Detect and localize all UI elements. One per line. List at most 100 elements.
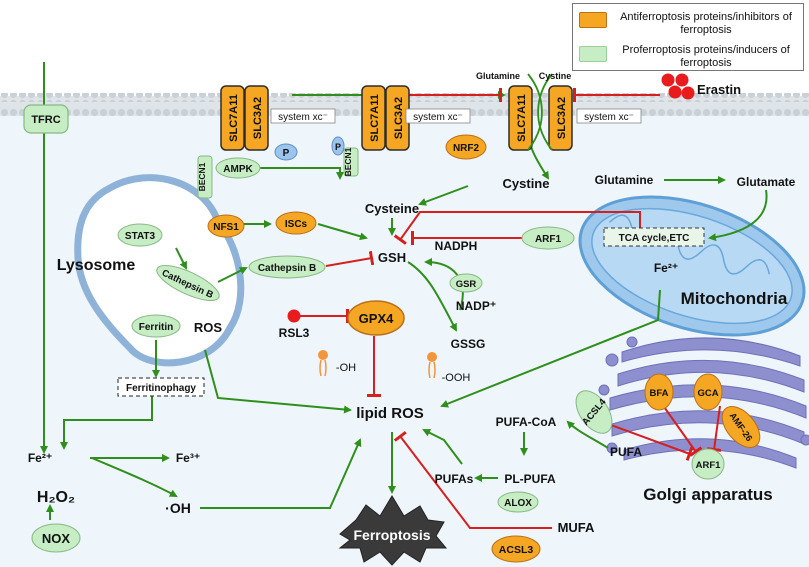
nfs1-label: NFS1 — [213, 222, 239, 233]
transporter-left: SLC7A11 SLC3A2 system xc⁻ — [220, 85, 336, 151]
stat3-label: STAT3 — [125, 231, 156, 242]
cystine-top-label: Cystine — [539, 71, 572, 81]
acsl4-node — [575, 390, 613, 434]
golgi-label: Golgi apparatus — [643, 485, 772, 504]
gpx4-node — [347, 300, 405, 336]
nfs1-node — [207, 214, 245, 238]
gsr-node — [449, 273, 483, 293]
rsl3-label: RSL3 — [279, 326, 310, 340]
tca-node — [603, 227, 705, 247]
acsl3-node — [491, 535, 541, 563]
gpx4-label: GPX4 — [359, 311, 394, 326]
gca-label: GCA — [697, 388, 718, 399]
nadph-label: NADPH — [435, 239, 478, 253]
slc3a2-label: SLC3A2 — [393, 97, 405, 139]
oh-radical-label: ·OH — [165, 500, 191, 516]
transporter-middle: SLC7A11 SLC3A2 system xc⁻ — [361, 85, 471, 151]
beclin1-membrane-node — [343, 147, 359, 177]
ferritinophagy-label: Ferritinophagy — [126, 383, 196, 394]
transporter-right: SLC7A11 SLC3A2 system xc⁻ Glutamine Cyst… — [476, 71, 642, 151]
arf1-golgi-node — [691, 448, 725, 480]
acsl3-label: ACSL3 — [499, 544, 534, 556]
beclin1-label: BECN1 — [197, 162, 207, 191]
nox-label: NOX — [42, 531, 71, 546]
arf1-top-label: ARF1 — [535, 234, 562, 245]
ferritinophagy-node — [117, 377, 205, 397]
anti-label: Antiferroptosis proteins/inhibitors of f… — [620, 11, 792, 36]
slc7a11-label: SLC7A11 — [228, 94, 240, 142]
ros-lysosome-label: ROS — [194, 320, 223, 335]
slc3a2-label: SLC3A2 — [252, 97, 264, 139]
pro-swatch — [579, 46, 607, 62]
pro-label: Proferroptosis proteins/inducers of ferr… — [622, 44, 790, 69]
gssg-label: GSSG — [451, 337, 486, 351]
pufas-label: PUFAs — [435, 472, 474, 486]
phospho-node — [331, 136, 345, 156]
lysosome-label: Lysosome — [57, 257, 136, 274]
mitochondria-label: Mitochondria — [681, 289, 788, 308]
lipid-oh-icon — [318, 350, 328, 377]
tfrc-label: TFRC — [31, 114, 60, 126]
ferroptosis-burst — [338, 495, 448, 566]
ampk-node — [215, 157, 261, 179]
cathepsin-b-lyso-node — [156, 265, 220, 301]
cysteine-label: Cysteine — [365, 201, 419, 216]
erastin-label: Erastin — [697, 82, 741, 97]
fe2-mito-label: Fe²⁺ — [654, 261, 678, 275]
system-xc-label: system xc⁻ — [584, 112, 634, 123]
beclin1-node — [197, 155, 213, 199]
stat3-node — [117, 223, 163, 247]
pl-pufa-label: PL-PUFA — [504, 472, 556, 486]
nadp-label: NADP⁺ — [456, 299, 496, 313]
system-xc-label: system xc⁻ — [413, 112, 463, 123]
fe2-label: Fe²⁺ — [28, 451, 52, 465]
p-label: P — [335, 142, 341, 152]
iscs-label: ISCs — [285, 219, 308, 230]
glutamate-label: Glutamate — [737, 175, 796, 189]
gca-node — [693, 373, 723, 411]
ooh-lipid-label: -OOH — [442, 372, 471, 384]
ferritin-label: Ferritin — [139, 322, 173, 333]
ampk-label: AMPK — [223, 164, 253, 175]
ferroptosis-label: Ferroptosis — [353, 527, 430, 543]
phospho-node — [274, 143, 298, 161]
rsl3-dot — [287, 309, 301, 323]
cathepsin-b-node — [248, 255, 326, 279]
glutamine-label: Glutamine — [595, 173, 654, 187]
bfa-label: BFA — [650, 388, 669, 399]
anti-swatch — [579, 12, 607, 28]
nrf2-label: NRF2 — [453, 143, 480, 154]
beclin1-label: BECN1 — [343, 147, 353, 176]
slc7a11-label: SLC7A11 — [369, 94, 381, 142]
ferritin-node — [131, 314, 181, 338]
arf1-node — [521, 226, 575, 250]
erastin: Erastin — [661, 73, 741, 100]
iscs-node — [275, 211, 317, 235]
p-label: P — [283, 148, 290, 159]
glutamine-top-label: Glutamine — [476, 71, 520, 81]
legend: Antiferroptosis proteins/inhibitors of f… — [572, 3, 804, 71]
gsh-label: GSH — [378, 250, 406, 265]
gsr-label: GSR — [456, 279, 477, 290]
fe3-label: Fe³⁺ — [176, 451, 200, 465]
system-xc-label: system xc⁻ — [278, 112, 328, 123]
amf26-node — [721, 406, 761, 448]
pufa-coa-label: PUFA-CoA — [496, 415, 557, 429]
oh-lipid-label: -OH — [336, 362, 356, 374]
alox-node — [497, 491, 539, 513]
bfa-node — [644, 373, 674, 411]
nrf2-node — [445, 134, 487, 160]
pufa-label: PUFA — [610, 445, 642, 459]
nox-node — [31, 523, 81, 553]
tca-label: TCA cycle,ETC — [619, 233, 690, 244]
slc7a11-label: SLC7A11 — [516, 94, 528, 142]
lipid-ooh-icon — [427, 352, 437, 379]
tfrc-node — [23, 104, 69, 134]
arf1-golgi-label: ARF1 — [696, 460, 722, 471]
cystine-label: Cystine — [503, 176, 550, 191]
lipid-ros-label: lipid ROS — [356, 405, 424, 422]
h2o2-label: H₂O₂ — [37, 489, 75, 506]
alox-label: ALOX — [504, 498, 532, 509]
